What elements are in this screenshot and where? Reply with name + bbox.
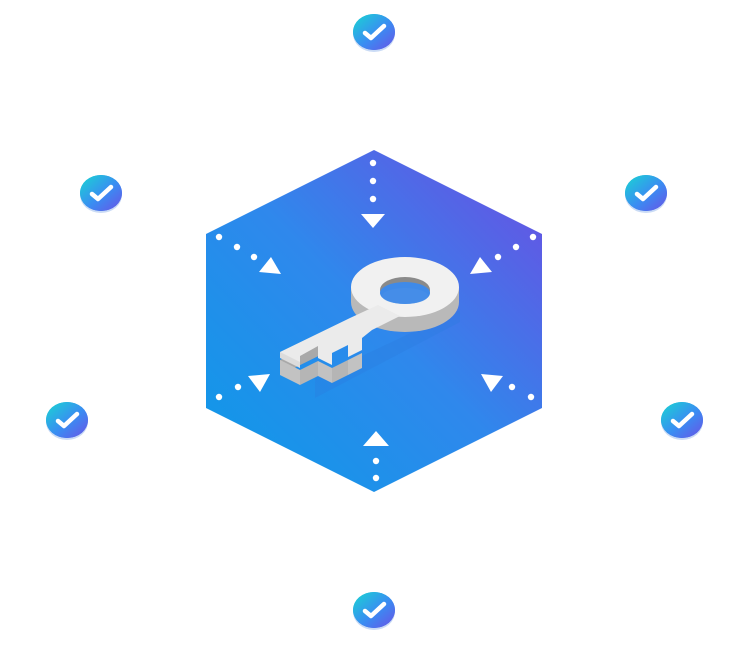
check-badge-icon <box>80 175 122 213</box>
arrow-lower-right <box>481 374 535 401</box>
arrow-upper-right <box>470 233 537 274</box>
check-badge-icon <box>353 592 395 630</box>
check-badge-icon <box>46 402 88 440</box>
inbound-arrows <box>215 159 537 482</box>
arrow-upper-left <box>215 233 281 274</box>
key-icon <box>280 257 460 398</box>
arrow-top <box>361 159 385 228</box>
check-badge-icon <box>661 402 703 440</box>
check-badge-icon <box>625 175 667 213</box>
arrow-lower-left <box>215 374 270 401</box>
check-badge-icon <box>353 14 395 52</box>
arrow-bottom <box>363 431 389 482</box>
